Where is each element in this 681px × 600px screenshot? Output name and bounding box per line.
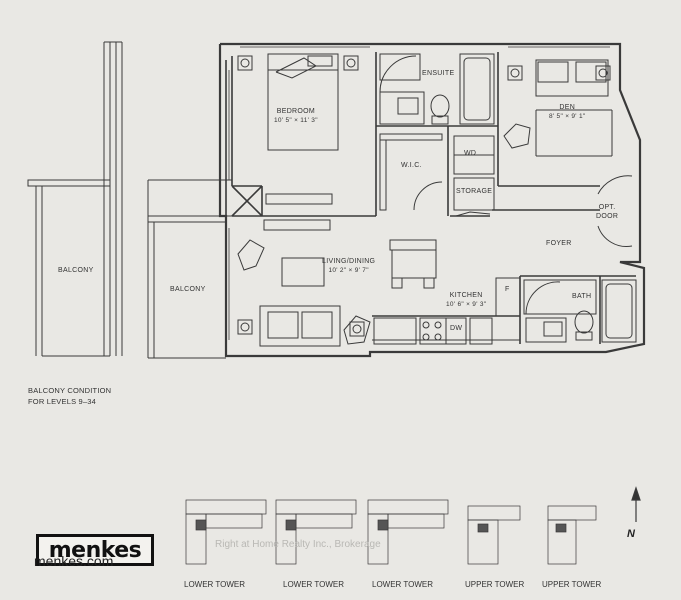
windows [228,46,610,340]
kitchen-name: KITCHEN [449,292,483,299]
wd-label: WD [464,150,477,157]
tower-label-3: LOWER TOWER [372,580,434,589]
wic-label: W.I.C. [401,162,422,169]
ensuite-fixtures [379,53,495,125]
tower-label-4: UPPER TOWER [465,580,525,589]
key-plan-3 [367,499,449,565]
kitchen-dims: 10' 6" × 9' 3" [446,300,487,308]
storage-label: STORAGE [456,188,493,195]
closet-area [379,133,495,217]
main-balcony-label: BALCONY [170,286,206,293]
bedroom-name: BEDROOM [276,108,316,115]
living-dims: 10' 2" × 9' 7" [328,266,369,274]
key-plan-2 [275,499,357,565]
den-label: DEN 8' 5" × 9' 1" [549,104,585,121]
den-furniture [503,59,633,247]
interior-walls [225,52,636,346]
living-furniture [237,219,437,347]
foyer-label: FOYER [546,240,572,247]
tower-label-1: LOWER TOWER [184,580,246,589]
tower-label-2: LOWER TOWER [283,580,345,589]
tower-label-5: UPPER TOWER [542,580,602,589]
bed [265,53,339,205]
north-label: N [627,528,635,540]
columns [237,55,611,337]
key-plan-1 [185,499,267,565]
living-name: LIVING/DINING [322,258,376,265]
north-arrow-icon [631,486,641,522]
bedroom-dims: 10' 5" × 11' 3" [274,116,318,124]
kitchen-fixtures [372,277,521,345]
fridge-label: F [505,286,510,293]
ensuite-label: ENSUITE [422,70,455,77]
watermark: Right at Home Realty Inc., Brokerage [215,539,381,550]
key-plan-5 [547,505,597,565]
brand-url: menkes.com [34,553,114,569]
den-name: DEN [559,104,576,111]
alt-balcony-label: BALCONY [58,267,94,274]
kitchen-label: KITCHEN 10' 6" × 9' 3" [446,292,486,309]
bath-fixtures [523,279,637,343]
alt-balcony-drawing [27,41,123,357]
main-balcony-drawing [147,179,232,359]
bedroom-label: BEDROOM 10' 5" × 11' 3" [274,108,318,125]
living-label: LIVING/DINING 10' 2" × 9' 7" [322,258,375,275]
opt-door-label: OPT. DOOR [596,204,619,220]
key-plan-4 [467,505,521,565]
bath-label: BATH [572,293,592,300]
key-plan-icons [185,499,597,565]
balcony-condition-note: BALCONY CONDITION FOR LEVELS 9–34 [28,386,112,406]
menkes-logo: menkes [36,534,154,566]
dishwasher-label: DW [450,325,463,332]
den-dims: 8' 5" × 9' 1" [549,112,586,120]
exterior-walls [218,42,646,358]
